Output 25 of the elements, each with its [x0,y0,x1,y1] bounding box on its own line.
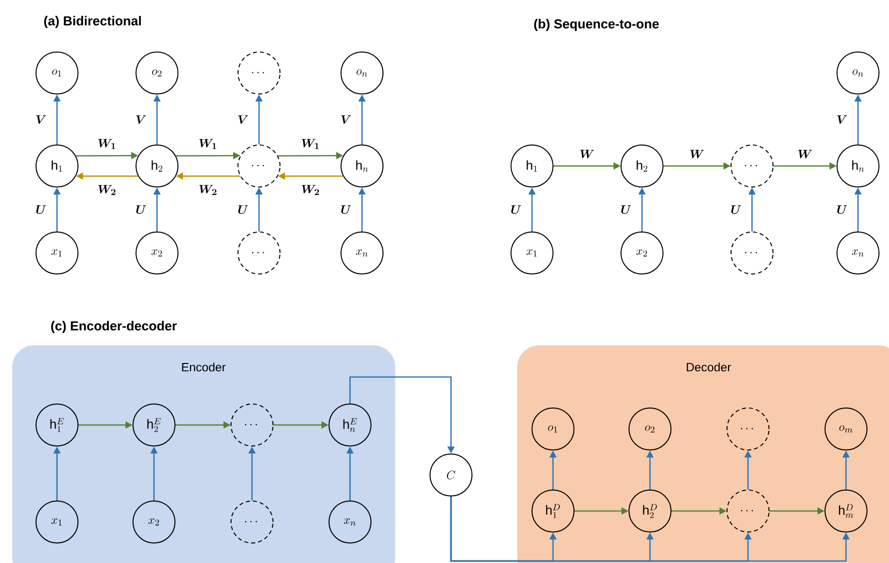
panel-title: (b) Sequence-to-one [534,18,659,32]
edge-label: $\bm{W}$ [798,150,812,158]
edge-label: $\bm{V}$ [238,115,248,124]
edge-label: $\bm{U}$ [621,205,632,214]
edge-label: $\bm{V}$ [136,115,146,124]
edge-label: $\bm{W}$ [580,150,594,158]
edge-label: $\bm{U}$ [731,205,742,214]
edge-label: $\bm{W_1}$ [199,138,216,150]
edge-label: $\bm{W}$ [690,150,704,158]
edge-label: $\bm{W_2}$ [302,184,319,196]
panel-title: (c) Encoder-decoder [51,320,177,334]
edge-label: $\bm{U}$ [238,205,248,214]
edge-label: $\bm{U}$ [511,205,522,214]
edge-label: $\bm{U}$ [36,205,46,214]
edge-label: $\bm{W_2}$ [199,184,216,196]
panel-title: (a) Bidirectional [44,16,141,28]
edge-label: $\bm{W_2}$ [98,184,116,196]
edge-label: $\bm{U}$ [136,205,146,214]
edge-label: $\bm{U}$ [341,205,352,214]
edge-label: $\bm{V}$ [837,115,848,124]
edge-label: $\bm{W_1}$ [302,138,319,150]
edge-label: $\bm{U}$ [837,205,848,214]
edge-label: $\bm{V}$ [341,115,352,124]
edge-label: $\bm{V}$ [36,115,46,124]
edge-label: $\bm{W_1}$ [98,138,116,150]
